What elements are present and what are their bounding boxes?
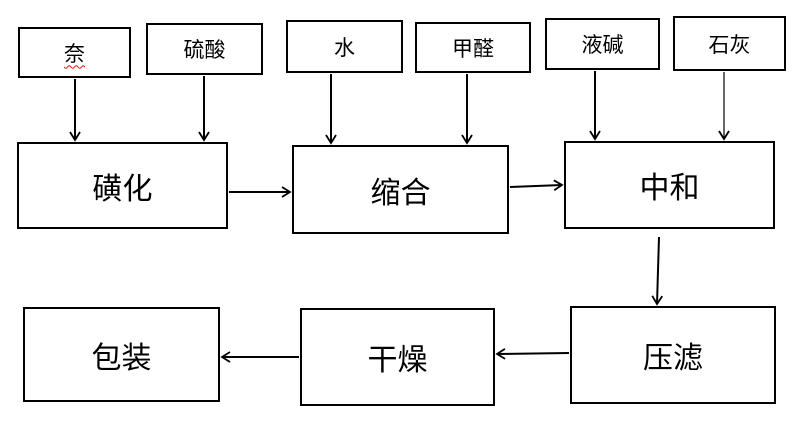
- input-label-liquid-caustic: 液碱: [581, 33, 624, 57]
- arrow-press-to-drying: [495, 348, 570, 360]
- process-box-sulfonation: 磺化: [17, 142, 228, 229]
- input-box-nai: 奈: [18, 27, 131, 78]
- process-box-condensation: 缩合: [292, 145, 509, 234]
- input-label-formaldehyde: 甲醛: [452, 36, 494, 61]
- process-box-neutralization: 中和: [564, 141, 775, 229]
- arrow-neutralization-to-press: [651, 236, 663, 306]
- input-box-lime: 石灰: [673, 16, 786, 71]
- input-box-water: 水: [286, 20, 403, 73]
- input-label-lime: 石灰: [708, 32, 751, 57]
- input-label-sulfuric-acid: 硫酸: [183, 38, 226, 62]
- input-box-formaldehyde: 甲醛: [415, 22, 531, 73]
- input-label-water: 水: [334, 35, 355, 60]
- process-box-drying: 干燥: [300, 308, 495, 406]
- process-label-neutralization: 中和: [639, 171, 700, 206]
- input-box-sulfuric-acid: 硫酸: [146, 23, 263, 75]
- process-label-drying: 干燥: [367, 343, 428, 378]
- process-label-condensation: 缩合: [370, 175, 431, 211]
- process-box-press-filtration: 压滤: [570, 306, 776, 404]
- process-label-packaging: 包装: [91, 340, 152, 376]
- input-box-liquid-caustic: 液碱: [545, 18, 660, 70]
- input-label-nai: 奈: [64, 41, 85, 66]
- process-box-packaging: 包装: [23, 307, 220, 402]
- process-label-sulfonation: 磺化: [92, 171, 153, 207]
- arrow-condensation-to-neutralization: [509, 179, 564, 192]
- process-label-press-filtration: 压滤: [643, 341, 703, 376]
